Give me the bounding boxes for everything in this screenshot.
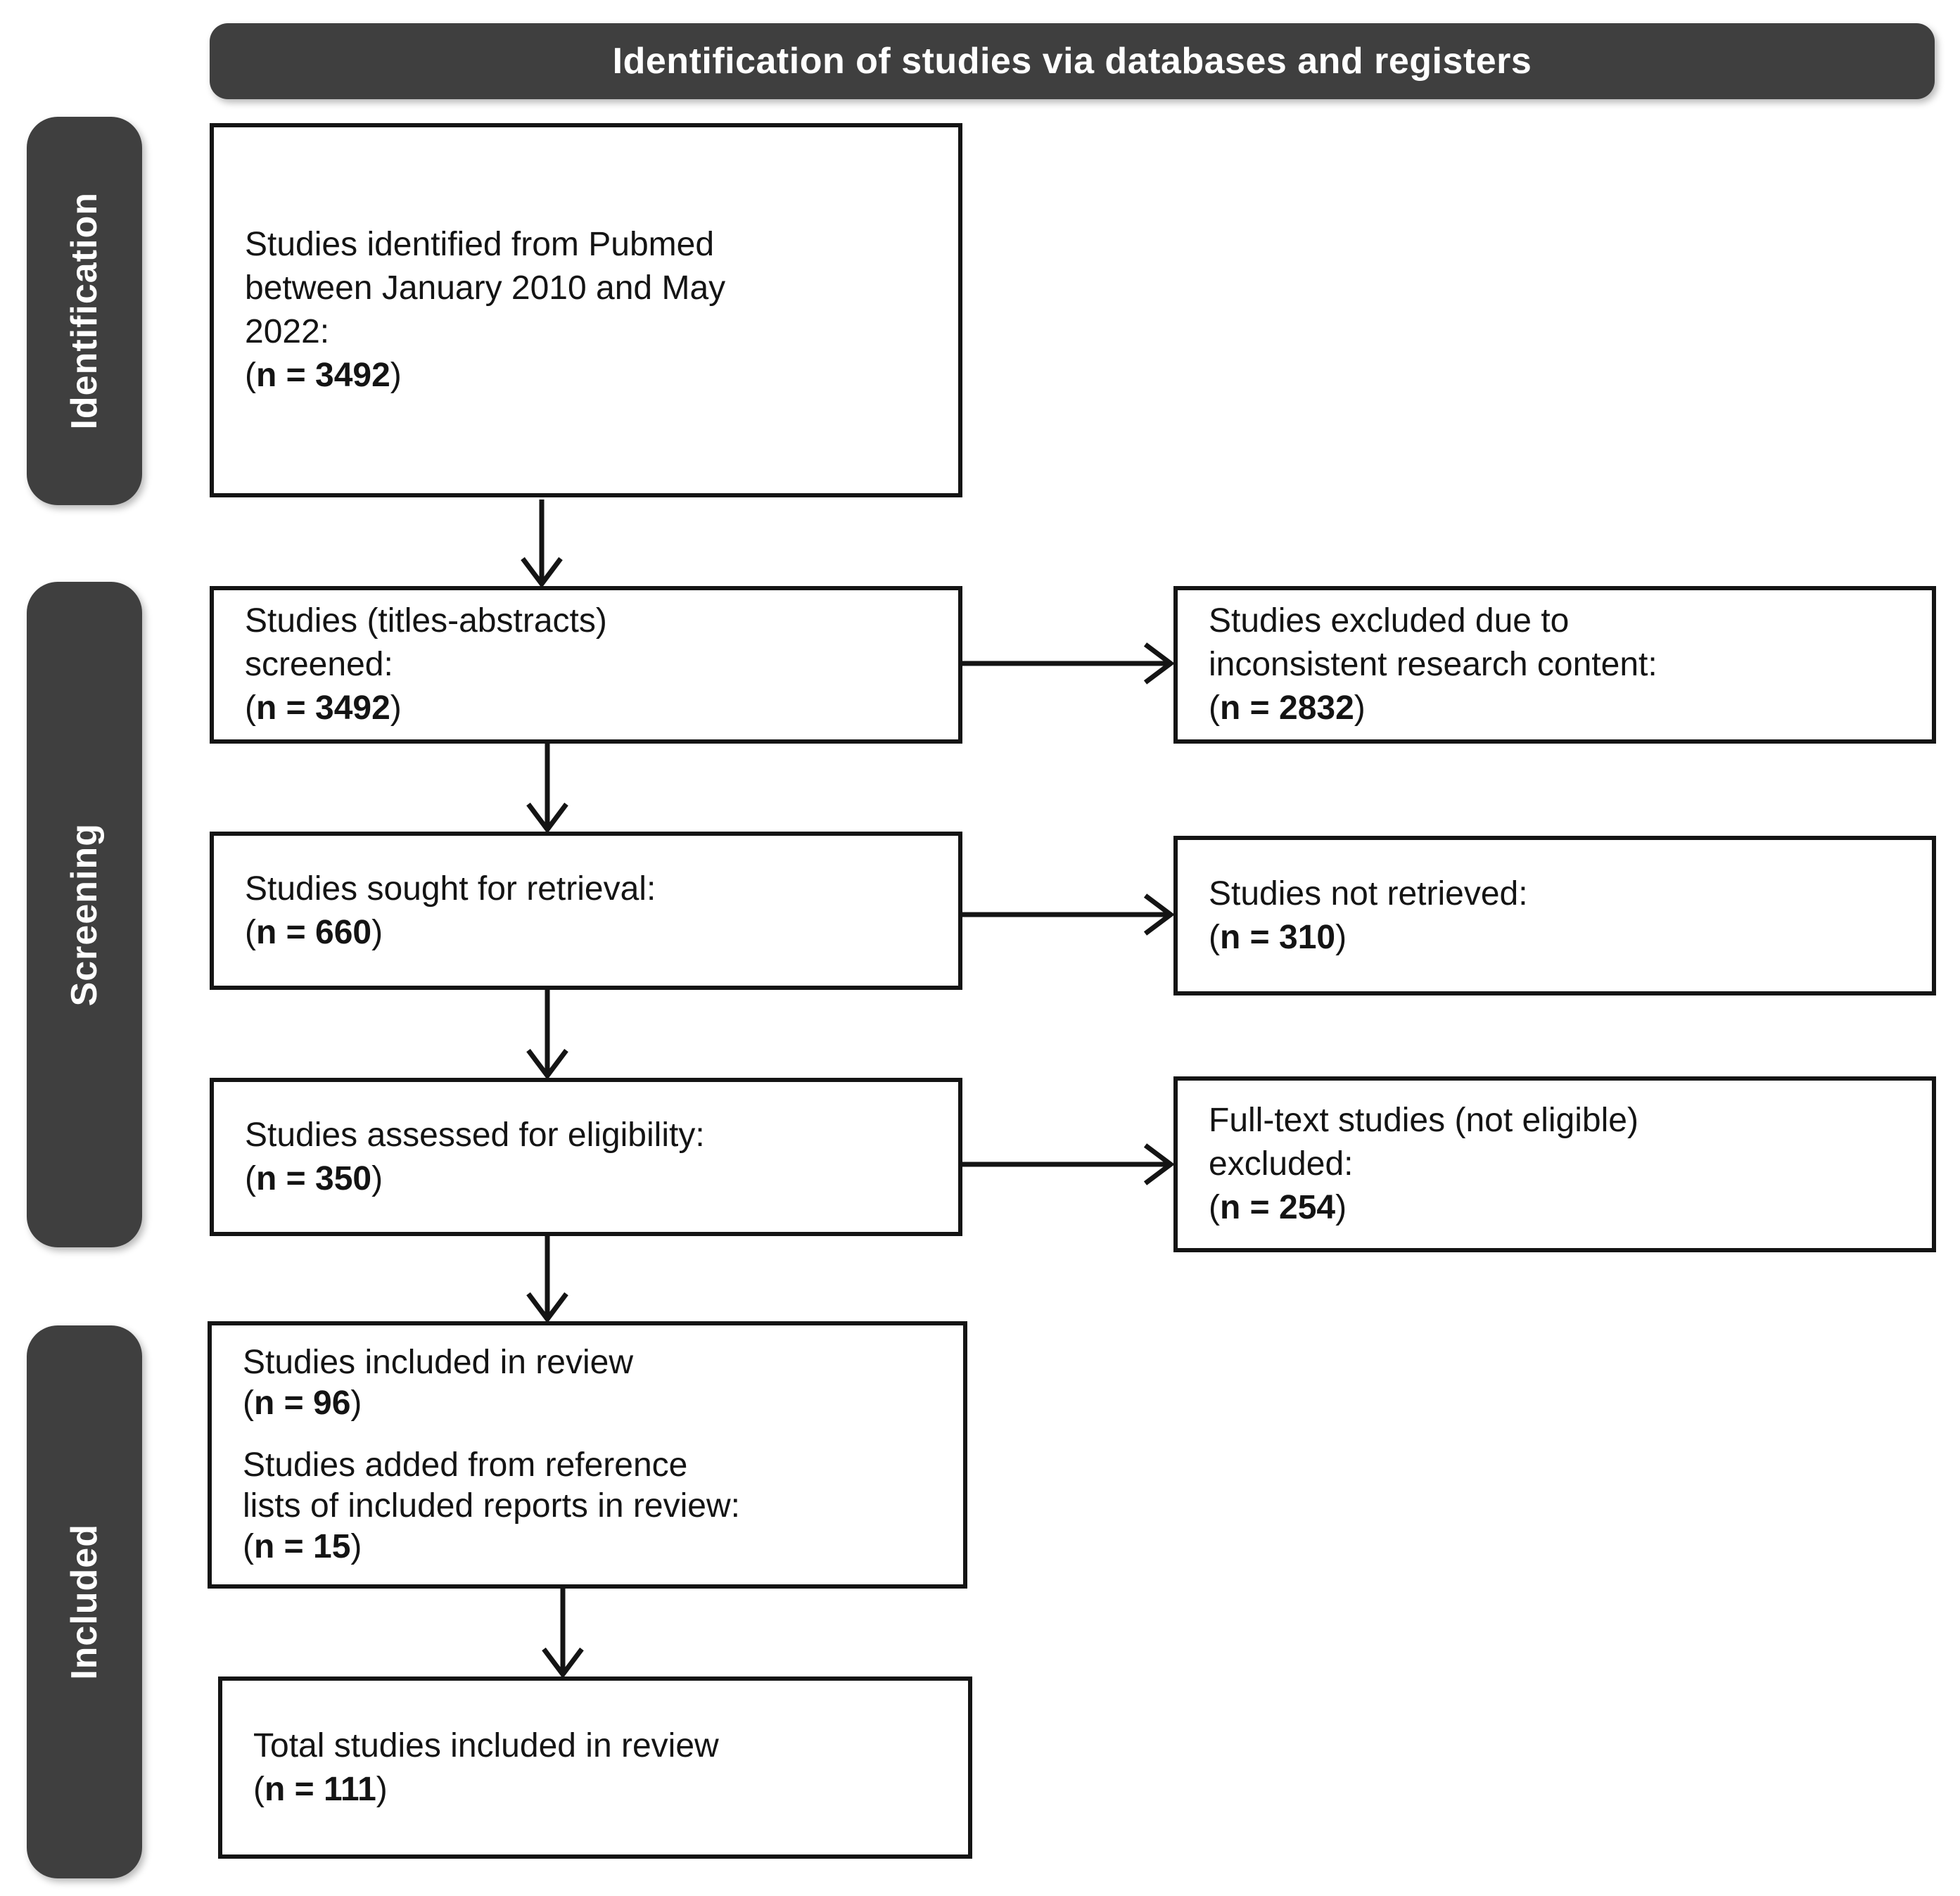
box-studies-screened: Studies (titles-abstracts)screened:(n = … [210, 586, 962, 744]
arrow-sought-to-not-retrieved [962, 893, 1175, 936]
diagram-title: Identification of studies via databases … [612, 41, 1532, 82]
stage-band-screening: Screening [27, 582, 142, 1247]
box-studies-assessed-eligibility: Studies assessed for eligibility:(n = 35… [210, 1078, 962, 1236]
box-studies-sought-retrieval: Studies sought for retrieval:(n = 660) [210, 832, 962, 990]
arrow-identified-to-screened [521, 500, 563, 588]
stage-band-identification: Identification [27, 117, 142, 505]
arrow-assessed-to-fulltext-excluded [962, 1143, 1175, 1185]
stage-band-included: Included [27, 1325, 142, 1878]
arrow-screened-to-sought [526, 744, 568, 834]
box-fulltext-studies-excluded: Full-text studies (not eligible)excluded… [1173, 1076, 1936, 1252]
box-studies-not-retrieved: Studies not retrieved:(n = 310) [1173, 836, 1936, 995]
arrow-included-to-total [542, 1589, 584, 1679]
arrow-sought-to-assessed [526, 990, 568, 1080]
box-total-studies-included: Total studies included in review(n = 111… [218, 1677, 972, 1859]
diagram-header-band: Identification of studies via databases … [210, 23, 1935, 99]
box-studies-included-review: Studies included in review(n = 96)Studie… [208, 1321, 967, 1589]
arrow-screened-to-excluded [962, 642, 1175, 685]
arrow-assessed-to-included [526, 1236, 568, 1323]
